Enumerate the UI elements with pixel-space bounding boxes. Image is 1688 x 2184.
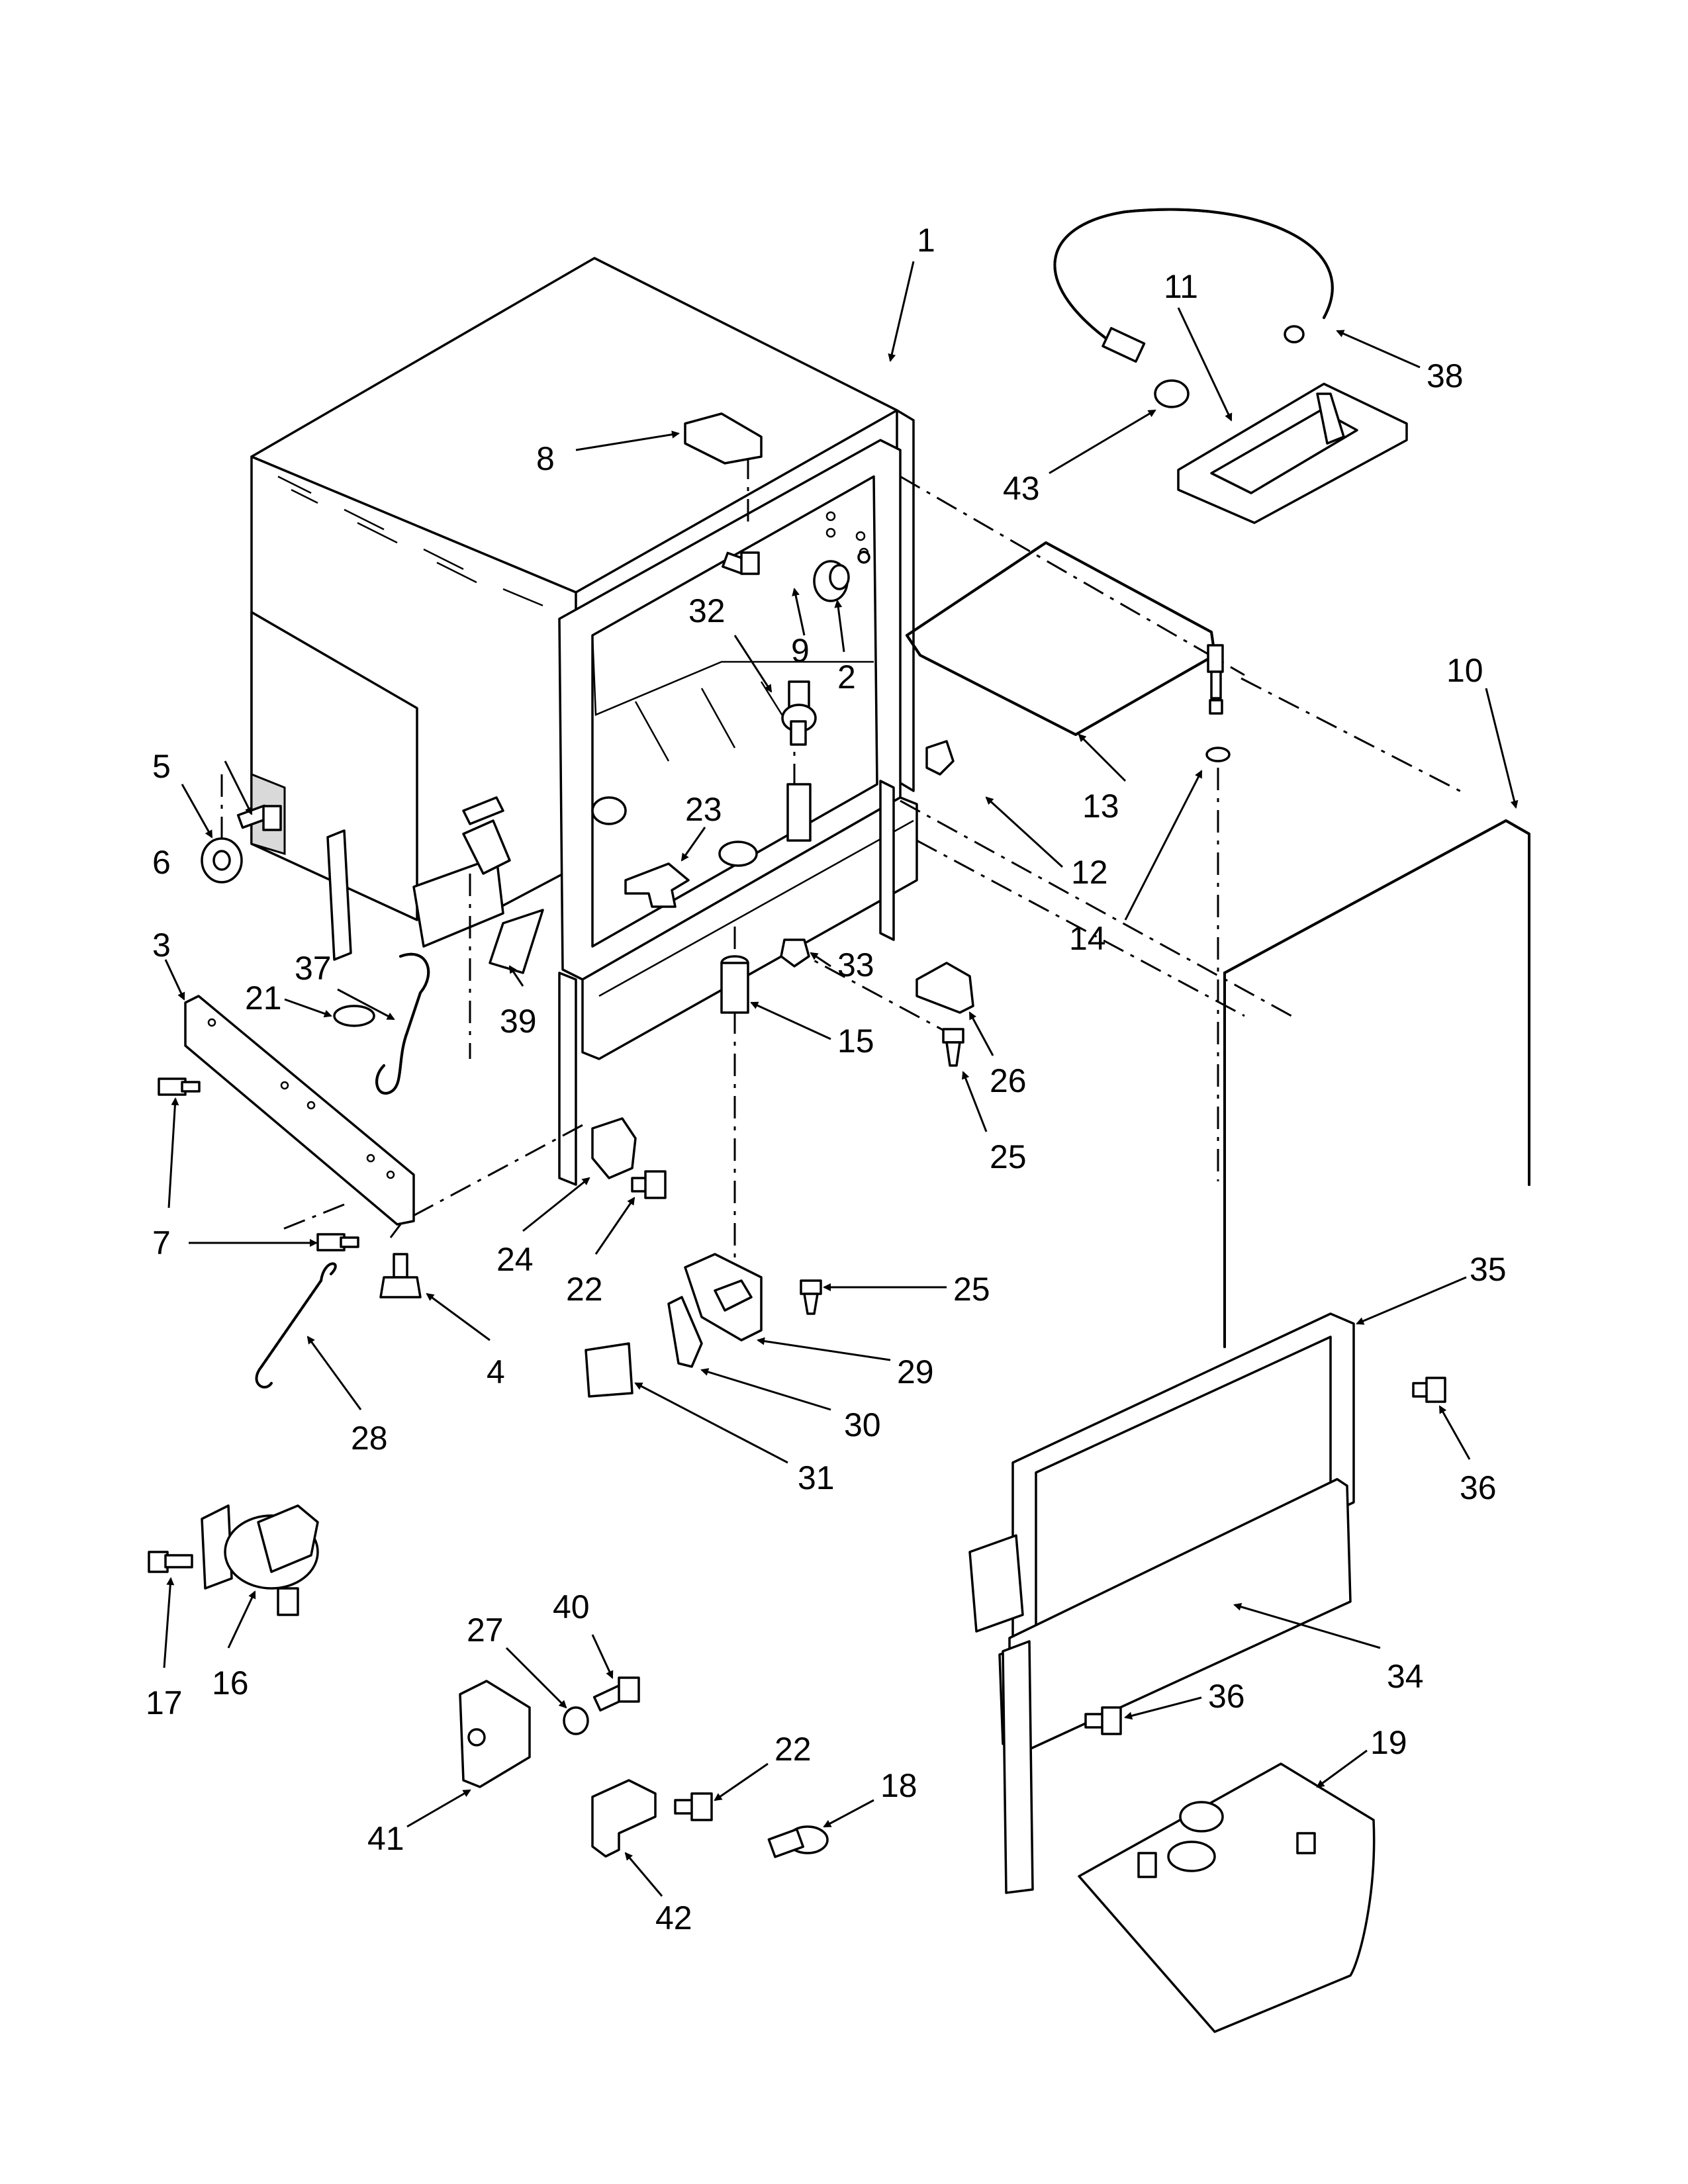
callout-15: 15 — [837, 1023, 874, 1060]
part-36-screw-b — [1084, 1706, 1122, 1735]
callout-30: 30 — [844, 1406, 881, 1443]
part-31-plate — [585, 1342, 633, 1398]
callout-14: 14 — [1069, 920, 1106, 957]
callout-35: 35 — [1470, 1251, 1507, 1288]
callout-9: 9 — [791, 632, 810, 669]
part-29-latch-housing — [684, 1253, 763, 1342]
tub-assembly — [250, 257, 918, 1186]
callout-7b: 7 — [152, 1224, 171, 1261]
part-25-screw-a — [942, 1028, 964, 1067]
callout-34: 34 — [1387, 1658, 1424, 1695]
part-23-bracket — [624, 862, 690, 908]
part-32-float — [781, 680, 817, 746]
callout-10: 10 — [1446, 652, 1483, 689]
callout-41: 41 — [367, 1820, 404, 1857]
callout-8: 8 — [536, 440, 555, 477]
part-43-clamp — [1154, 379, 1190, 408]
part-18-clamp — [767, 1825, 829, 1858]
part-9-screw — [722, 551, 760, 575]
callout-labels: 1 2 3 4 5 6 7 7 8 9 10 11 12 13 14 15 16… — [146, 222, 1507, 1936]
callout-40: 40 — [553, 1588, 590, 1625]
part-2-vent — [813, 551, 870, 602]
part-10-frame — [1223, 819, 1530, 1348]
part-35-toe-panel — [968, 1312, 1355, 1653]
part-17-screw — [148, 1551, 193, 1573]
part-25-screw-b — [800, 1279, 822, 1315]
callout-36a: 36 — [1460, 1469, 1497, 1506]
callout-29: 29 — [897, 1353, 934, 1390]
part-37-drain-hose — [375, 952, 430, 1095]
part-3-hinge-bracket — [184, 995, 415, 1226]
callout-21: 21 — [245, 979, 282, 1017]
part-33-nut — [780, 938, 810, 968]
callout-26: 26 — [990, 1062, 1027, 1099]
part-12-clip — [925, 740, 955, 776]
part-24-latch — [591, 1117, 637, 1179]
part-22-screw-a — [631, 1170, 667, 1199]
callout-33: 33 — [837, 946, 874, 983]
callout-12: 12 — [1071, 854, 1108, 891]
callout-37: 37 — [295, 950, 332, 987]
callout-22b: 22 — [774, 1731, 812, 1768]
part-8-bracket — [684, 412, 763, 465]
callout-24: 24 — [496, 1241, 534, 1278]
part-14-washer — [1205, 747, 1231, 762]
part-42-bracket — [591, 1779, 657, 1858]
callout-5: 5 — [152, 748, 171, 785]
callout-31: 31 — [798, 1459, 835, 1496]
callout-18: 18 — [880, 1767, 917, 1804]
callout-25b: 25 — [953, 1271, 990, 1308]
callout-42: 42 — [655, 1899, 692, 1936]
callout-1: 1 — [917, 222, 935, 259]
part-13-fitting — [1207, 644, 1224, 715]
callout-11: 11 — [1164, 268, 1198, 305]
callout-4: 4 — [487, 1353, 505, 1390]
part-7-screw-b — [316, 1233, 359, 1251]
callout-16: 16 — [212, 1664, 249, 1702]
callout-39: 39 — [500, 1003, 537, 1040]
part-38-hose — [1053, 208, 1334, 363]
callout-17: 17 — [146, 1684, 183, 1721]
callout-28: 28 — [351, 1420, 388, 1457]
part-41-bracket — [459, 1680, 531, 1788]
callout-6: 6 — [152, 844, 171, 881]
callout-23: 23 — [685, 791, 722, 828]
callout-32: 32 — [688, 592, 726, 629]
part-11-hose-bracket — [1177, 383, 1408, 524]
part-34-bracket — [1002, 1640, 1034, 1894]
callout-38: 38 — [1427, 357, 1464, 394]
callout-3: 3 — [152, 927, 171, 964]
callout-22a: 22 — [566, 1271, 603, 1308]
callout-27: 27 — [467, 1612, 504, 1649]
callout-19: 19 — [1370, 1724, 1407, 1761]
part-27-washer — [563, 1706, 589, 1735]
float-housing — [786, 783, 812, 842]
part-28-spring — [255, 1262, 337, 1388]
part-4-leg — [379, 1253, 422, 1298]
part-19-parts-bag — [1078, 1762, 1376, 2033]
callout-13: 13 — [1082, 788, 1119, 825]
part-15-spacer — [720, 955, 749, 1014]
part-6-washer — [201, 837, 243, 884]
part-22-screw-b — [674, 1792, 713, 1821]
part-36-screw-a — [1412, 1377, 1446, 1403]
callout-43: 43 — [1003, 470, 1040, 507]
callout-2: 2 — [837, 659, 856, 696]
callout-36b: 36 — [1208, 1678, 1245, 1715]
part-26-clip — [915, 962, 974, 1014]
part-40-screw — [592, 1676, 640, 1712]
part-16-valve — [201, 1504, 319, 1616]
part-21-clamp — [333, 1005, 375, 1027]
part-30-lever — [667, 1296, 703, 1368]
callout-25a: 25 — [990, 1138, 1027, 1175]
part-13-fill-loop — [906, 541, 1216, 736]
part-7-screw-a — [158, 1077, 201, 1096]
leader-lines — [163, 261, 1519, 1897]
